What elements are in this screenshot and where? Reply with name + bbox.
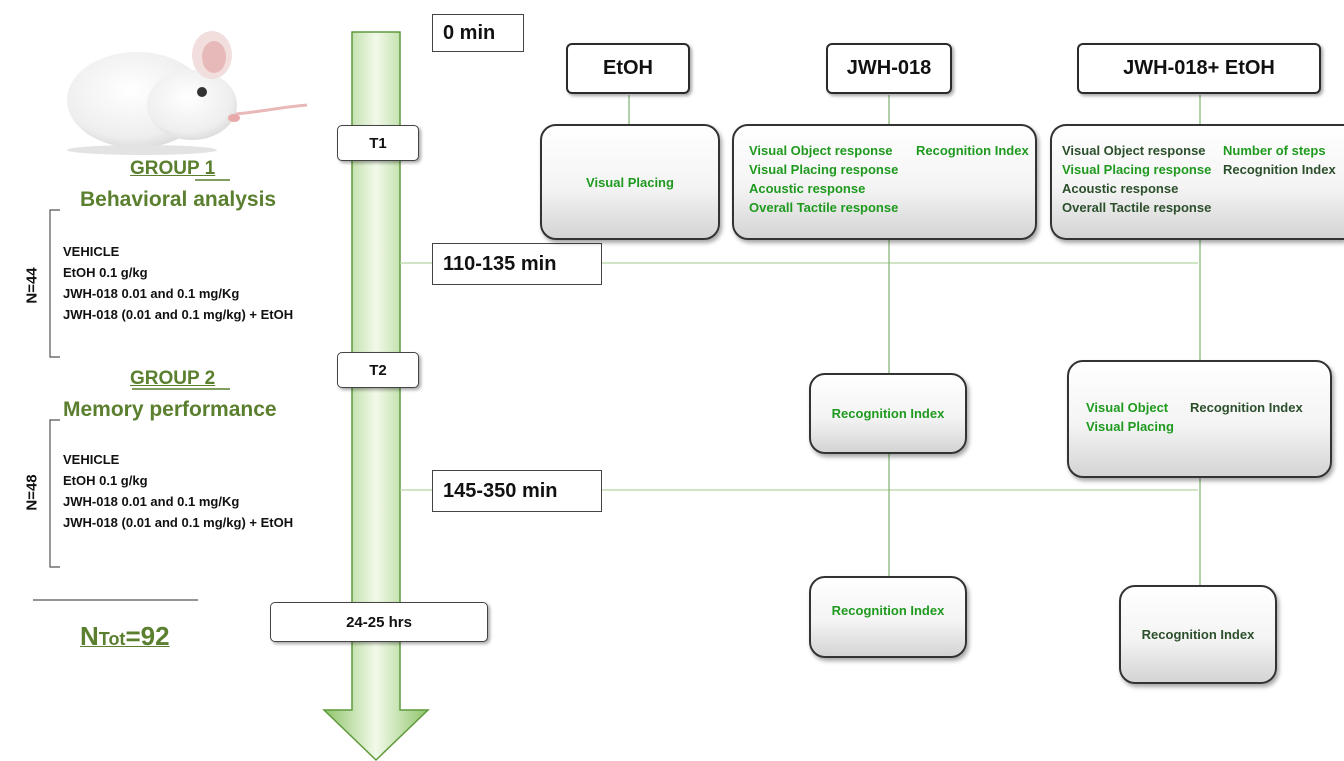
- list-item: EtOH 0.1 g/kg: [63, 265, 148, 280]
- list-item: Overall Tactile response: [1062, 200, 1212, 215]
- group2-subtitle: Memory performance: [63, 398, 277, 421]
- jwh-etoh-box-t1: Visual Object response Visual Placing re…: [1050, 124, 1344, 240]
- mouse-image: [67, 31, 308, 155]
- list-item: Overall Tactile response: [749, 200, 899, 215]
- group1-bracket: [49, 209, 60, 358]
- list-item: JWH-018 (0.01 and 0.1 mg/kg) + EtOH: [63, 307, 294, 322]
- jwh-box-t1-list: Visual Object response Visual Placing re…: [749, 141, 898, 217]
- jwh-etoh-box-t1-list: Visual Object response Visual Placing re…: [1062, 141, 1211, 217]
- list-item: JWH-018 (0.01 and 0.1 mg/kg) + EtOH: [63, 515, 294, 530]
- group2-list: VEHICLE EtOH 0.1 g/kg JWH-018 0.01 and 0…: [63, 449, 293, 533]
- list-item: Recognition Index: [1223, 162, 1336, 177]
- group1-subtitle: Behavioral analysis: [80, 188, 277, 211]
- list-item: Visual Placing response: [749, 162, 899, 177]
- list-item: Visual Object response: [749, 143, 893, 158]
- n-total-main: N: [80, 621, 99, 651]
- list-item: Visual Object response: [1062, 143, 1206, 158]
- jwh-box-t1: Visual Object response Visual Placing re…: [732, 124, 1037, 240]
- group2-n-label: N=48: [23, 474, 41, 511]
- jwh-etoh-box-t2: Visual Object Visual Placing Recognition…: [1067, 360, 1332, 478]
- jwh-etoh-box-t2-list: Visual Object Visual Placing: [1086, 398, 1174, 436]
- time-24-25-hrs: 24-25 hrs: [270, 602, 488, 642]
- group1-title: GROUP 1: [130, 158, 216, 179]
- time-t2: T2: [337, 352, 419, 388]
- box-label: Recognition Index: [1141, 627, 1255, 642]
- jwh-etoh-box-t1-list2: Number of steps Recognition Index: [1223, 141, 1336, 179]
- box-label: Visual Placing: [586, 174, 674, 190]
- group1-n-label: N=44: [23, 267, 41, 304]
- box-label: Recognition Index: [1190, 400, 1303, 415]
- jwh-box-t2: Recognition Index: [809, 373, 967, 454]
- box-label: Recognition Index: [916, 143, 1029, 158]
- header-jwh018-etoh: JWH-018+ EtOH: [1077, 43, 1321, 94]
- list-item: Number of steps: [1223, 143, 1326, 158]
- list-item: JWH-018 0.01 and 0.1 mg/Kg: [63, 286, 240, 301]
- time-t1: T1: [337, 125, 419, 161]
- list-item: EtOH 0.1 g/kg: [63, 473, 148, 488]
- n-total-sub: Tot: [98, 629, 126, 649]
- list-item: Visual Placing: [1086, 419, 1174, 434]
- list-item: Acoustic response: [749, 181, 866, 196]
- header-etoh: EtOH: [566, 43, 690, 94]
- list-item: Visual Object: [1086, 400, 1169, 415]
- list-item: Visual Placing response: [1062, 162, 1212, 177]
- list-item: VEHICLE: [63, 452, 120, 467]
- list-item: VEHICLE: [63, 244, 120, 259]
- n-total: NTot=92: [80, 621, 170, 652]
- list-item: JWH-018 0.01 and 0.1 mg/Kg: [63, 494, 240, 509]
- group1-list: VEHICLE EtOH 0.1 g/kg JWH-018 0.01 and 0…: [63, 241, 293, 325]
- box-label: Recognition Index: [831, 602, 945, 618]
- time-110-135: 110-135 min: [432, 243, 602, 285]
- group2-title: GROUP 2: [130, 368, 216, 389]
- jwh-box-24h: Recognition Index: [809, 576, 967, 658]
- time-0-min: 0 min: [432, 14, 524, 52]
- time-145-350: 145-350 min: [432, 470, 602, 512]
- jwh-etoh-box-24h: Recognition Index: [1119, 585, 1277, 684]
- header-jwh018: JWH-018: [826, 43, 952, 94]
- group2-bracket: [49, 419, 60, 568]
- etoh-box-t1: Visual Placing: [540, 124, 720, 240]
- list-item: Acoustic response: [1062, 181, 1179, 196]
- box-label: Recognition Index: [831, 406, 945, 421]
- n-total-value: =92: [125, 621, 170, 651]
